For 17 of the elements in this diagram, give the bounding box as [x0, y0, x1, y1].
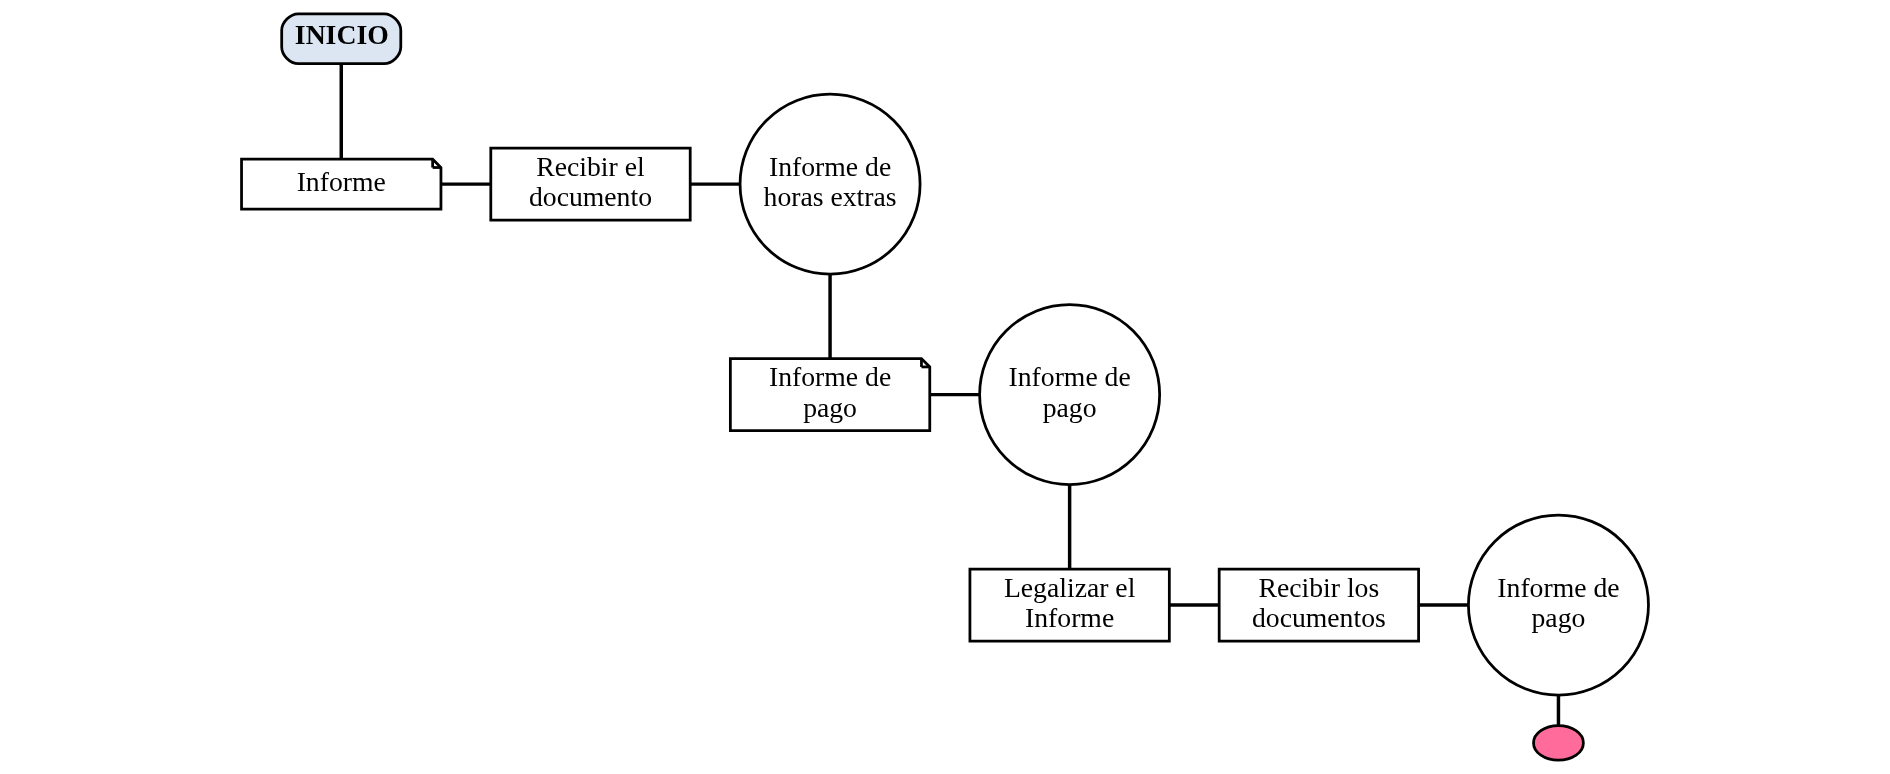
node-circle: Informe de pago — [1467, 513, 1650, 697]
connector — [929, 392, 980, 397]
node-circle — [1532, 724, 1585, 762]
connector — [441, 182, 491, 186]
connector — [828, 274, 832, 359]
node-box: Legalizar el Informe — [968, 567, 1171, 643]
connector — [1169, 603, 1219, 607]
node-box: Recibir el documento — [489, 146, 692, 222]
connector — [1067, 485, 1072, 569]
connector — [1556, 695, 1561, 726]
connector — [1418, 603, 1469, 607]
node-box: Recibir los documentos — [1217, 567, 1420, 643]
node-circle: Informe de horas extras — [738, 92, 922, 276]
connector — [690, 182, 740, 186]
node-circle: Informe de pago — [978, 303, 1162, 486]
node-box: INICIO — [280, 12, 403, 66]
connector — [339, 64, 343, 160]
